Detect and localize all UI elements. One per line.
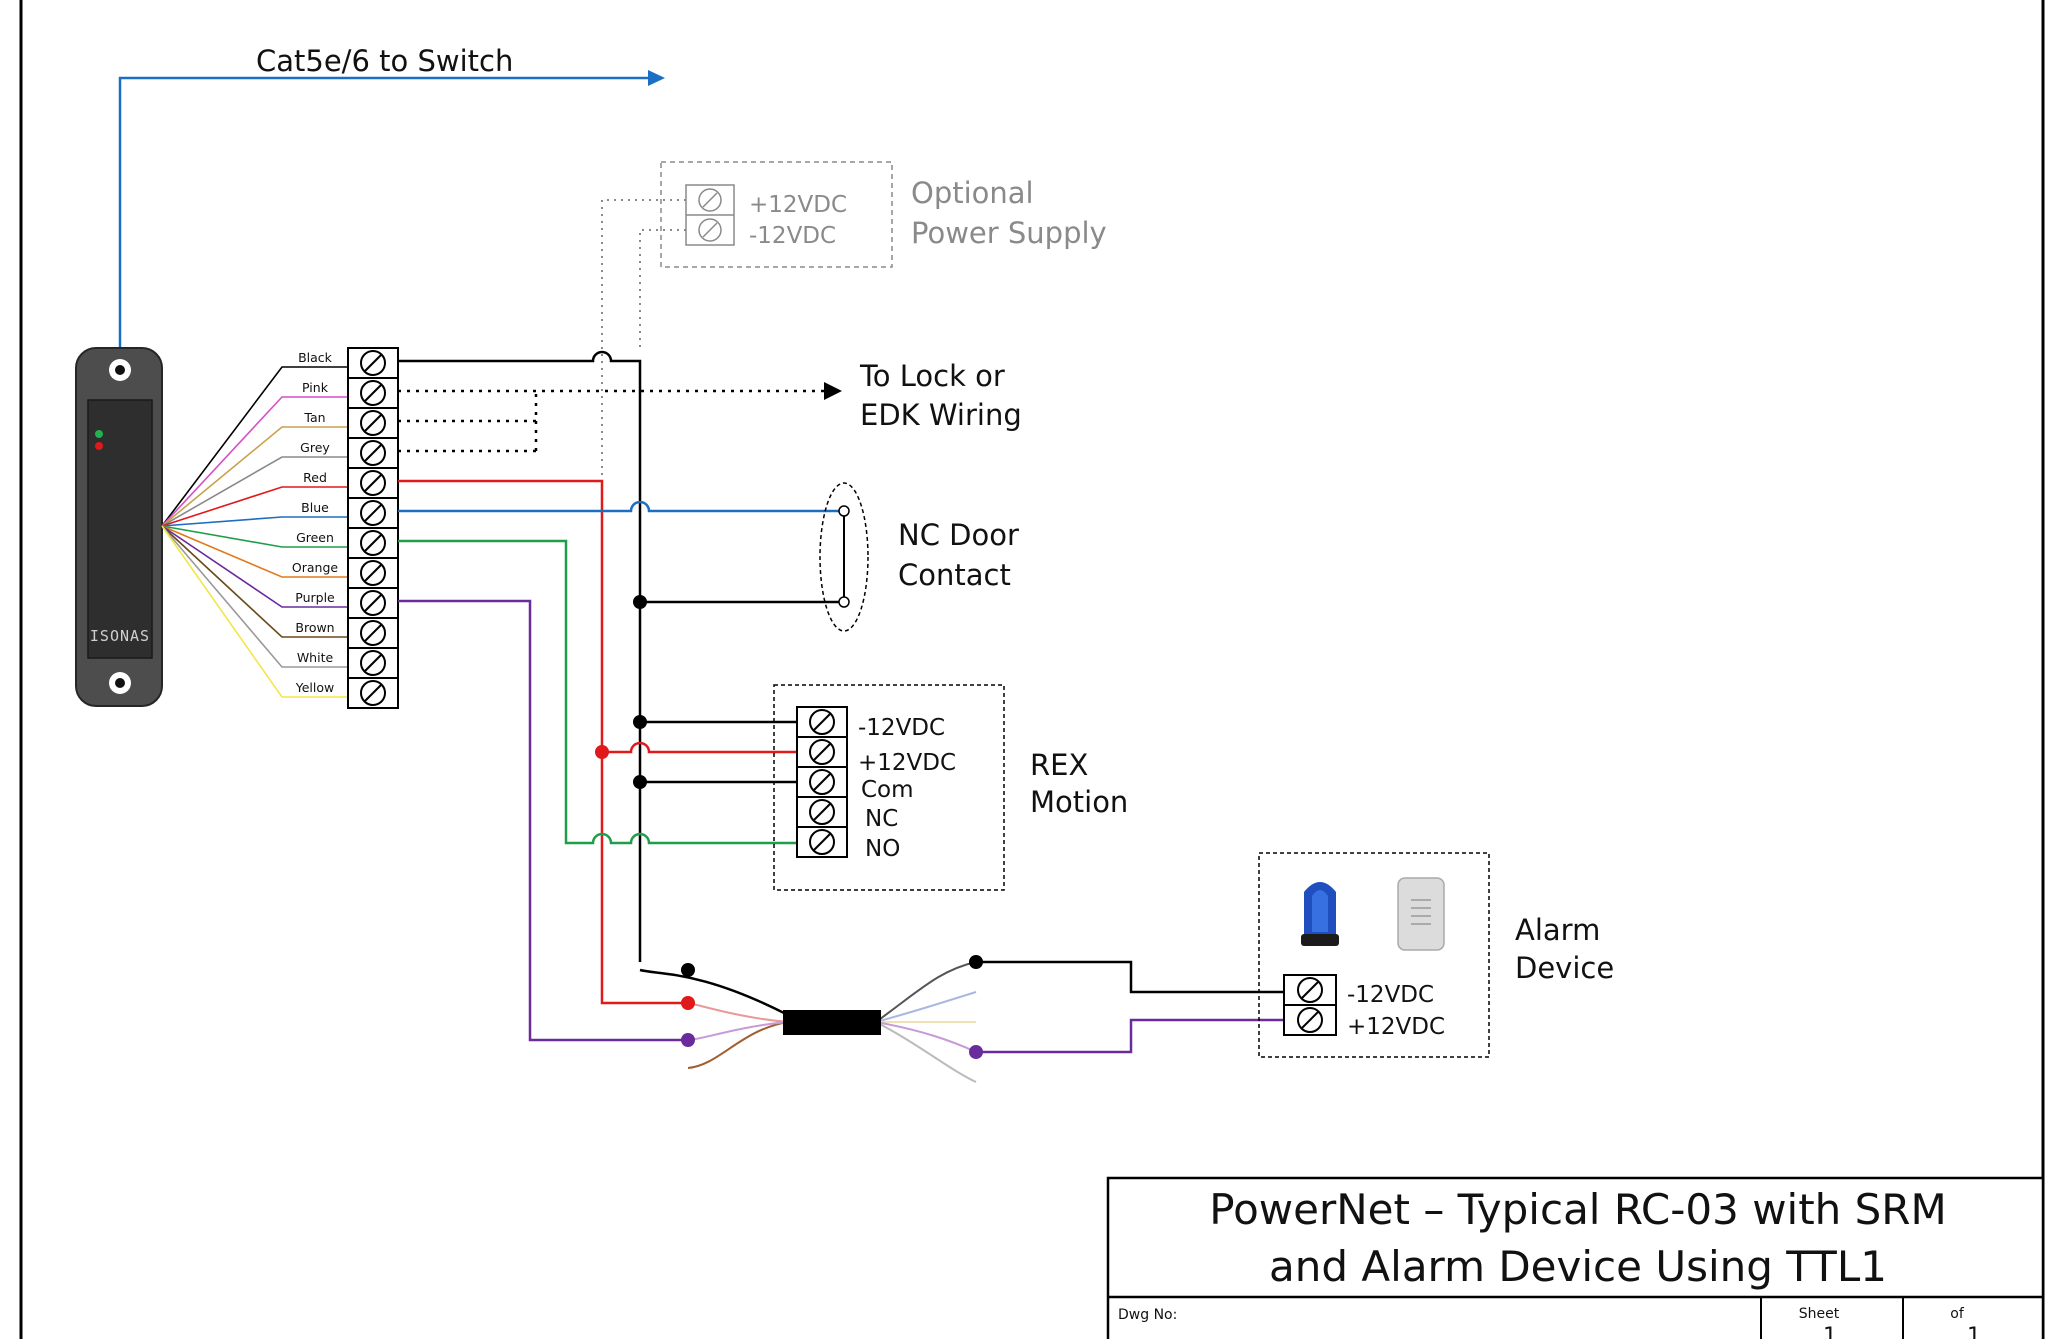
terminal-slot-mark xyxy=(364,474,382,492)
rex-terminal-5: NO xyxy=(865,836,900,862)
rex-motion: -12VDC +12VDC Com NC NO REX Motion xyxy=(773,684,1128,891)
network-label: Cat5e/6 to Switch xyxy=(256,44,513,78)
junction-dots xyxy=(595,595,647,789)
terminal-slot-mark xyxy=(364,654,382,672)
alarm-terminal-2: +12VDC xyxy=(1347,1014,1445,1040)
card-reader: ISONAS xyxy=(75,347,163,707)
status-led-red xyxy=(95,442,103,450)
terminal-strip xyxy=(347,347,399,709)
rex-terminal-4: NC xyxy=(865,806,898,832)
rex-terminal-3: Com xyxy=(861,777,914,803)
rex-terminal-slot-mark xyxy=(813,743,831,761)
power-supply-label-line2: Power Supply xyxy=(911,216,1107,250)
reader-brand: ISONAS xyxy=(90,627,150,645)
power-supply-label-line1: Optional xyxy=(911,176,1034,210)
wire-label-pink: Pink xyxy=(302,380,329,395)
strobe-light-icon xyxy=(1301,882,1339,946)
title-line1: PowerNet – Typical RC-03 with SRM xyxy=(1209,1185,1946,1234)
rex-terminal-slot-mark xyxy=(813,803,831,821)
alarm-label-line2: Device xyxy=(1515,951,1614,985)
terminal-slot-mark xyxy=(364,414,382,432)
terminal-slot-mark xyxy=(364,624,382,642)
wire-purple xyxy=(161,525,348,608)
wire-pink xyxy=(161,396,348,527)
terminal-slot-mark xyxy=(364,594,382,612)
network-cable: Cat5e/6 to Switch xyxy=(118,44,665,348)
wire-label-white: White xyxy=(297,650,334,665)
wire-blue xyxy=(161,516,348,527)
terminal-slot-mark xyxy=(364,684,382,702)
alarm-terminal-1: -12VDC xyxy=(1347,982,1434,1008)
terminal-slot-mark xyxy=(364,384,382,402)
wire-white xyxy=(161,525,348,668)
horn-speaker-icon xyxy=(1397,877,1445,951)
wire-orange xyxy=(161,525,348,578)
wire-label-red: Red xyxy=(303,470,327,485)
wire-labels: BlackPinkTanGreyRedBlueGreenOrangePurple… xyxy=(292,350,338,695)
power-terminal-negative: -12VDC xyxy=(749,223,836,249)
of-value: 1 xyxy=(1967,1324,1981,1339)
dwg-no-label: Dwg No: xyxy=(1118,1307,1177,1323)
rex-terminal-slot-mark xyxy=(813,773,831,791)
lock-wiring: To Lock or EDK Wiring xyxy=(398,359,1022,453)
blue-door-wire xyxy=(398,500,844,513)
wire-label-yellow: Yellow xyxy=(295,680,334,695)
wire-label-brown: Brown xyxy=(295,620,334,635)
optional-power-supply: +12VDC -12VDC Optional Power Supply xyxy=(601,161,1107,478)
power-terminal-positive: +12VDC xyxy=(749,192,847,218)
rex-terminal-2: +12VDC xyxy=(858,750,956,776)
wire-yellow xyxy=(161,525,348,698)
wire-label-blue: Blue xyxy=(301,500,329,515)
wire-label-tan: Tan xyxy=(303,410,325,425)
terminal-slot-mark xyxy=(364,504,382,522)
wire-green xyxy=(161,525,348,548)
title-line2: and Alarm Device Using TTL1 xyxy=(1269,1242,1887,1291)
wire-label-grey: Grey xyxy=(300,440,330,455)
rex-label-line1: REX xyxy=(1030,748,1088,782)
wire-tan xyxy=(161,426,348,527)
sheet-value: 1 xyxy=(1823,1324,1837,1339)
wire-black xyxy=(161,366,348,527)
sheet-label: Sheet xyxy=(1799,1306,1840,1322)
lock-label-line1: To Lock or xyxy=(859,359,1005,393)
lock-label-line2: EDK Wiring xyxy=(860,398,1022,432)
rex-terminal-slot-mark xyxy=(813,833,831,851)
rex-terminal-1: -12VDC xyxy=(858,715,945,741)
wire-label-black: Black xyxy=(298,350,333,365)
alarm-label-line1: Alarm xyxy=(1515,913,1600,947)
status-led-green xyxy=(95,430,103,438)
wire-label-green: Green xyxy=(296,530,334,545)
terminal-slot-mark xyxy=(364,564,382,582)
purple-alarm-wire xyxy=(398,599,688,1042)
terminal-slot-mark xyxy=(364,354,382,372)
alarm-device: -12VDC +12VDC Alarm Device xyxy=(1258,852,1614,1058)
red-power-wire xyxy=(398,479,808,1005)
nc-door-contact: NC Door Contact xyxy=(819,482,1019,632)
wire-label-purple: Purple xyxy=(295,590,335,605)
title-block: PowerNet – Typical RC-03 with SRM and Al… xyxy=(1106,1176,2045,1339)
black-common-bus xyxy=(398,350,844,1017)
terminal-slot-mark xyxy=(364,534,382,552)
rex-label-line2: Motion xyxy=(1030,785,1128,819)
wire-brown xyxy=(161,525,348,638)
reader-wire-fan xyxy=(161,366,348,698)
terminal-slot-mark xyxy=(364,444,382,462)
green-rex-wire xyxy=(398,539,808,845)
page-frame xyxy=(19,0,2045,1339)
ttl1-module xyxy=(681,955,983,1083)
alarm-feed-wires xyxy=(976,960,1287,1054)
wire-grey xyxy=(161,456,348,527)
wire-label-orange: Orange xyxy=(292,560,338,575)
rex-terminal-slot-mark xyxy=(813,713,831,731)
wire-red xyxy=(161,486,348,527)
door-contact-label-line2: Contact xyxy=(898,558,1011,592)
of-label: of xyxy=(1950,1306,1965,1322)
door-contact-label-line1: NC Door xyxy=(898,518,1019,552)
